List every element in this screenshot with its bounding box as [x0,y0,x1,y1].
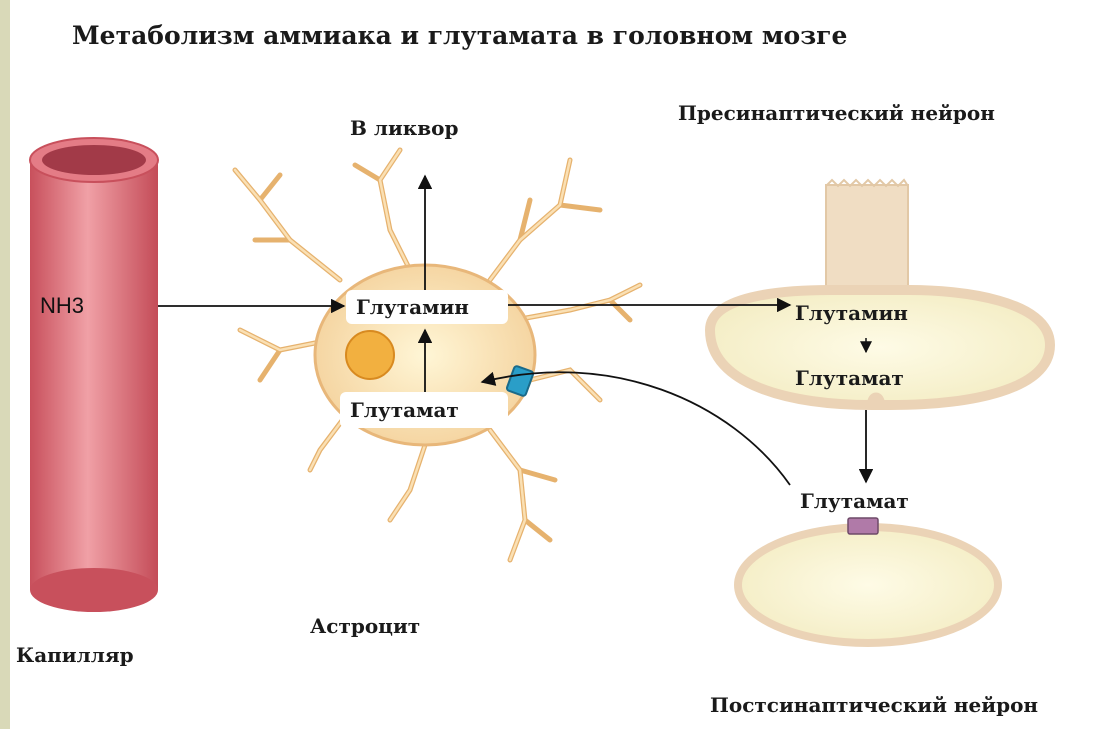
presynaptic-label: Пресинаптический нейрон [678,101,995,125]
glutamate-receptor [848,518,878,534]
astrocyte-nucleus [346,331,394,379]
astro-glutamate-label: Глутамат [350,398,459,422]
diagram-canvas: Метаболизм аммиака и глутамата в головно… [10,0,1119,729]
nh3-label: NH3 [40,293,84,318]
astrocyte-label: Астроцит [310,614,420,638]
diagram-title: Метаболизм аммиака и глутамата в головно… [72,21,847,50]
postsynaptic-label: Постсинаптический нейрон [710,693,1038,717]
astro-glutamine-label: Глутамин [356,295,469,319]
cleft-glutamate-label: Глутамат [800,489,909,513]
pre-glutamine-label: Глутамин [795,301,908,325]
capillary [30,138,158,612]
postsynaptic-neuron [738,527,998,643]
capillary-label: Капилляр [16,643,134,667]
diagram-frame: Метаболизм аммиака и глутамата в головно… [10,0,1119,729]
pre-glutamate-label: Глутамат [795,366,904,390]
csf-label: В ликвор [350,116,458,140]
